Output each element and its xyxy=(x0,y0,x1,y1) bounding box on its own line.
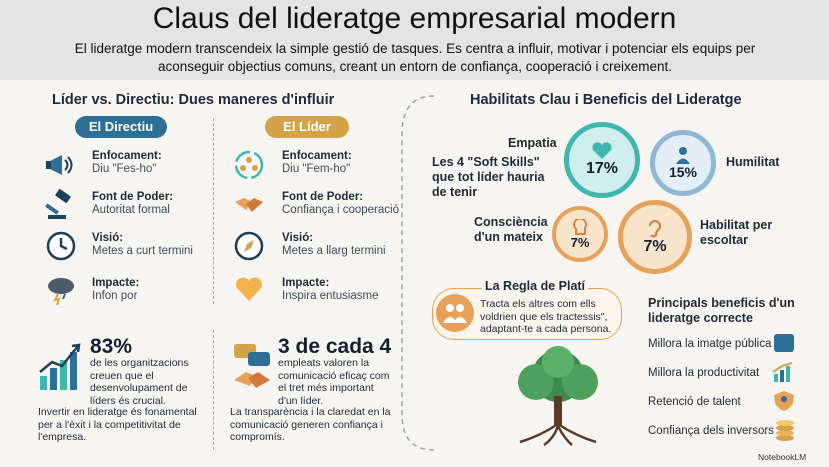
benefit-label-2: Retenció de talent xyxy=(648,396,741,408)
brand-label: NotebookLM xyxy=(758,452,807,462)
director-power-text: Autoritat formal xyxy=(92,204,170,216)
leader-vision-text: Metes a llarg termini xyxy=(282,245,386,257)
benefit-label-1: Millora la productivitat xyxy=(648,367,760,379)
left-heading: Líder vs. Directiu: Dues maneres d'influ… xyxy=(52,92,335,108)
gavel-icon xyxy=(45,189,71,219)
skill-self-awareness-pct: 7% xyxy=(570,234,590,250)
skill-listening-label: Habilitat per escoltar xyxy=(700,218,773,247)
page-subtitle: El lideratge modern transcendeix la simp… xyxy=(74,41,756,74)
benefit-label-0: Millora la imatge pública xyxy=(648,338,772,350)
skill-self-awareness-circle: 7% xyxy=(552,206,608,262)
team-shield-icon xyxy=(774,391,794,411)
communication-icon xyxy=(234,344,270,388)
stat2-note: La transparència i la claredat en la com… xyxy=(230,406,391,443)
clock-icon xyxy=(46,231,76,261)
handshake-icon xyxy=(235,198,263,212)
skill-self-awareness-label: Consciència d'un mateix xyxy=(474,215,548,244)
storm-cloud-icon xyxy=(48,278,74,306)
leader-focus-text: Diu "Fem-ho" xyxy=(282,163,351,175)
page-title: Claus del lideratge empresarial modern xyxy=(152,2,677,35)
compass-icon xyxy=(234,231,264,261)
soft-skills-label: Les 4 "Soft Skills" que tot líder hauria… xyxy=(432,155,545,199)
ear-icon xyxy=(649,220,661,238)
stat1-note: Invertir en lideratge és fonamental per … xyxy=(38,406,197,443)
leader-power-title: Font de Poder: xyxy=(282,191,364,203)
heart-icon xyxy=(592,142,612,159)
director-impact-text: Infon por xyxy=(92,290,138,302)
header-banner xyxy=(0,0,829,80)
person-icon xyxy=(676,147,690,164)
team-cycle-icon xyxy=(234,150,264,180)
leader-power-text: Confiança i cooperació xyxy=(282,204,399,216)
stat2-value: 3 de cada 4 xyxy=(278,335,392,358)
director-pill: El Directiu xyxy=(75,116,167,138)
leader-pill: El Líder xyxy=(265,116,349,138)
skill-empathy-pct: 17% xyxy=(585,160,619,177)
benefit-label-3: Confiança dels inversors xyxy=(648,425,774,437)
tree-illustration xyxy=(518,346,598,446)
coins-icon xyxy=(776,420,794,441)
skill-humility-circle: 15% xyxy=(650,130,716,196)
stat1-text: de les organitzacions creuen que el dese… xyxy=(90,357,189,407)
megaphone-icon xyxy=(46,155,73,175)
growth-chart-icon xyxy=(39,343,81,390)
stats-divider xyxy=(213,330,214,450)
director-focus-title: Enfocament: xyxy=(92,150,162,162)
director-impact-title: Impacte: xyxy=(92,277,140,289)
director-vision-title: Visió: xyxy=(92,232,124,244)
skill-empathy-label: Empatia xyxy=(508,136,557,150)
skill-humility-label: Humilitat xyxy=(726,155,780,169)
benefits-title: Principals beneficis d'un lideratge corr… xyxy=(648,296,795,325)
platinum-rule-text: Tracta els altres com ells voldrien que … xyxy=(480,298,612,335)
heart-icon xyxy=(236,277,262,301)
right-heading: Habilitats Clau i Beneficis del Lideratg… xyxy=(470,92,742,108)
director-focus-text: Diu "Fes-ho" xyxy=(92,163,157,175)
people-icon xyxy=(443,304,467,323)
director-item-focus xyxy=(44,148,78,187)
director-vision-text: Metes a curt termini xyxy=(92,245,193,257)
skill-humility-pct: 15% xyxy=(668,164,698,180)
skill-empathy-circle: 17% xyxy=(564,122,640,198)
stat1-value: 83% xyxy=(90,335,133,358)
skill-listening-circle: 7% xyxy=(618,200,692,274)
column-divider xyxy=(213,118,214,304)
stat2-text: empleats valoren la comunicació eficaç c… xyxy=(278,357,390,407)
growth-icon xyxy=(772,362,793,382)
head-icon xyxy=(573,218,587,235)
platinum-rule-title: La Regla de Platí xyxy=(482,279,589,293)
leader-focus-title: Enfocament: xyxy=(282,150,352,162)
image-icon xyxy=(774,334,794,352)
director-power-title: Font de Poder: xyxy=(92,191,174,203)
leader-vision-title: Visió: xyxy=(282,232,314,244)
leader-impact-text: Inspira entusiasme xyxy=(282,290,379,302)
leader-impact-title: Impacte: xyxy=(282,277,330,289)
skill-listening-pct: 7% xyxy=(643,238,667,255)
section-divider xyxy=(401,95,435,451)
